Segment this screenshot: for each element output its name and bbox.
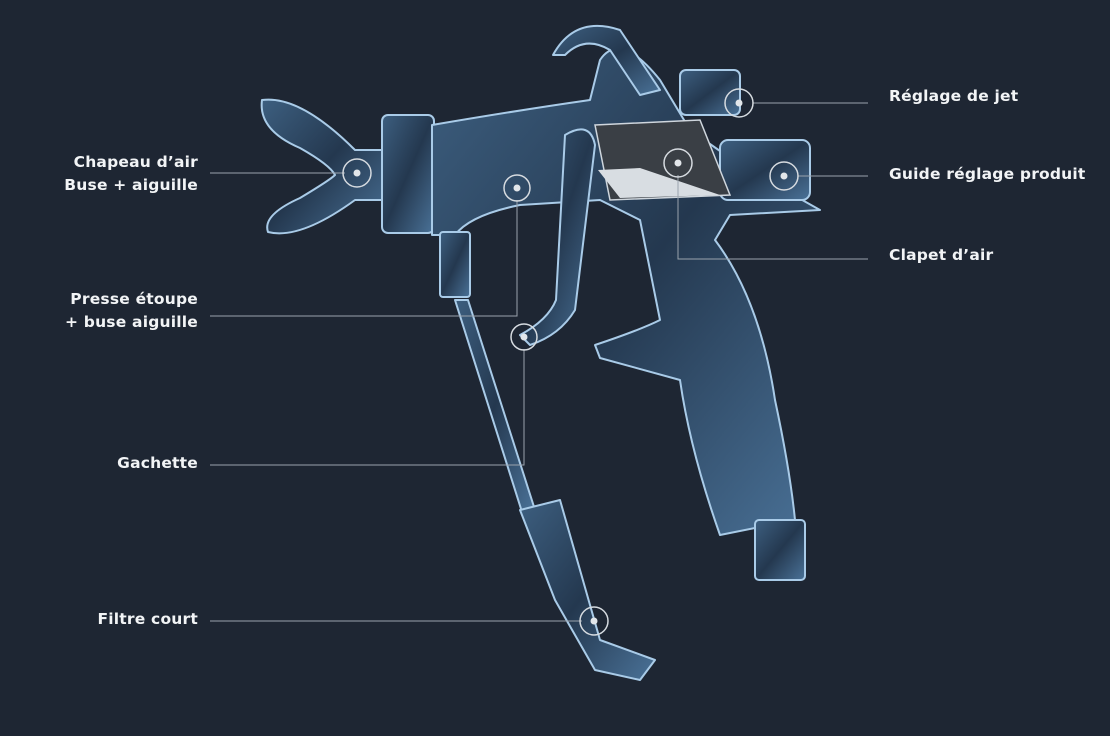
- label-chapeau-line2: Buse + aiguille: [64, 176, 198, 194]
- hotspot-chapeau[interactable]: [342, 158, 372, 188]
- air-valve-highlight: [598, 168, 720, 198]
- hotspot-guide[interactable]: [769, 161, 799, 191]
- label-presse-line1: Presse étoupe: [70, 290, 198, 308]
- label-guide: Guide réglage produit: [889, 165, 1086, 183]
- leader-clapet: [677, 175, 868, 260]
- hotspot-filtre[interactable]: [579, 606, 609, 636]
- hotspot-clapet[interactable]: [663, 148, 693, 178]
- hotspot-presse[interactable]: [503, 174, 531, 202]
- label-chapeau: Chapeau d’air Buse + aiguille: [64, 151, 198, 197]
- hotspot-dots: [353, 99, 788, 625]
- label-presse-line2: + buse aiguille: [64, 313, 198, 331]
- label-filtre: Filtre court: [97, 610, 198, 628]
- label-gachette: Gachette: [117, 454, 198, 472]
- hotspot-reglage-jet[interactable]: [724, 88, 754, 118]
- hotspot-gachette[interactable]: [510, 323, 538, 351]
- leader-presse: [210, 200, 518, 317]
- label-reglage-jet: Réglage de jet: [889, 87, 1019, 105]
- label-presse: Presse étoupe + buse aiguille: [65, 288, 198, 334]
- leader-gachette: [210, 349, 525, 466]
- label-clapet: Clapet d’air: [889, 246, 994, 264]
- label-chapeau-line1: Chapeau d’air: [73, 153, 198, 171]
- gun-body: [260, 24, 821, 681]
- leader-lines: [210, 102, 868, 622]
